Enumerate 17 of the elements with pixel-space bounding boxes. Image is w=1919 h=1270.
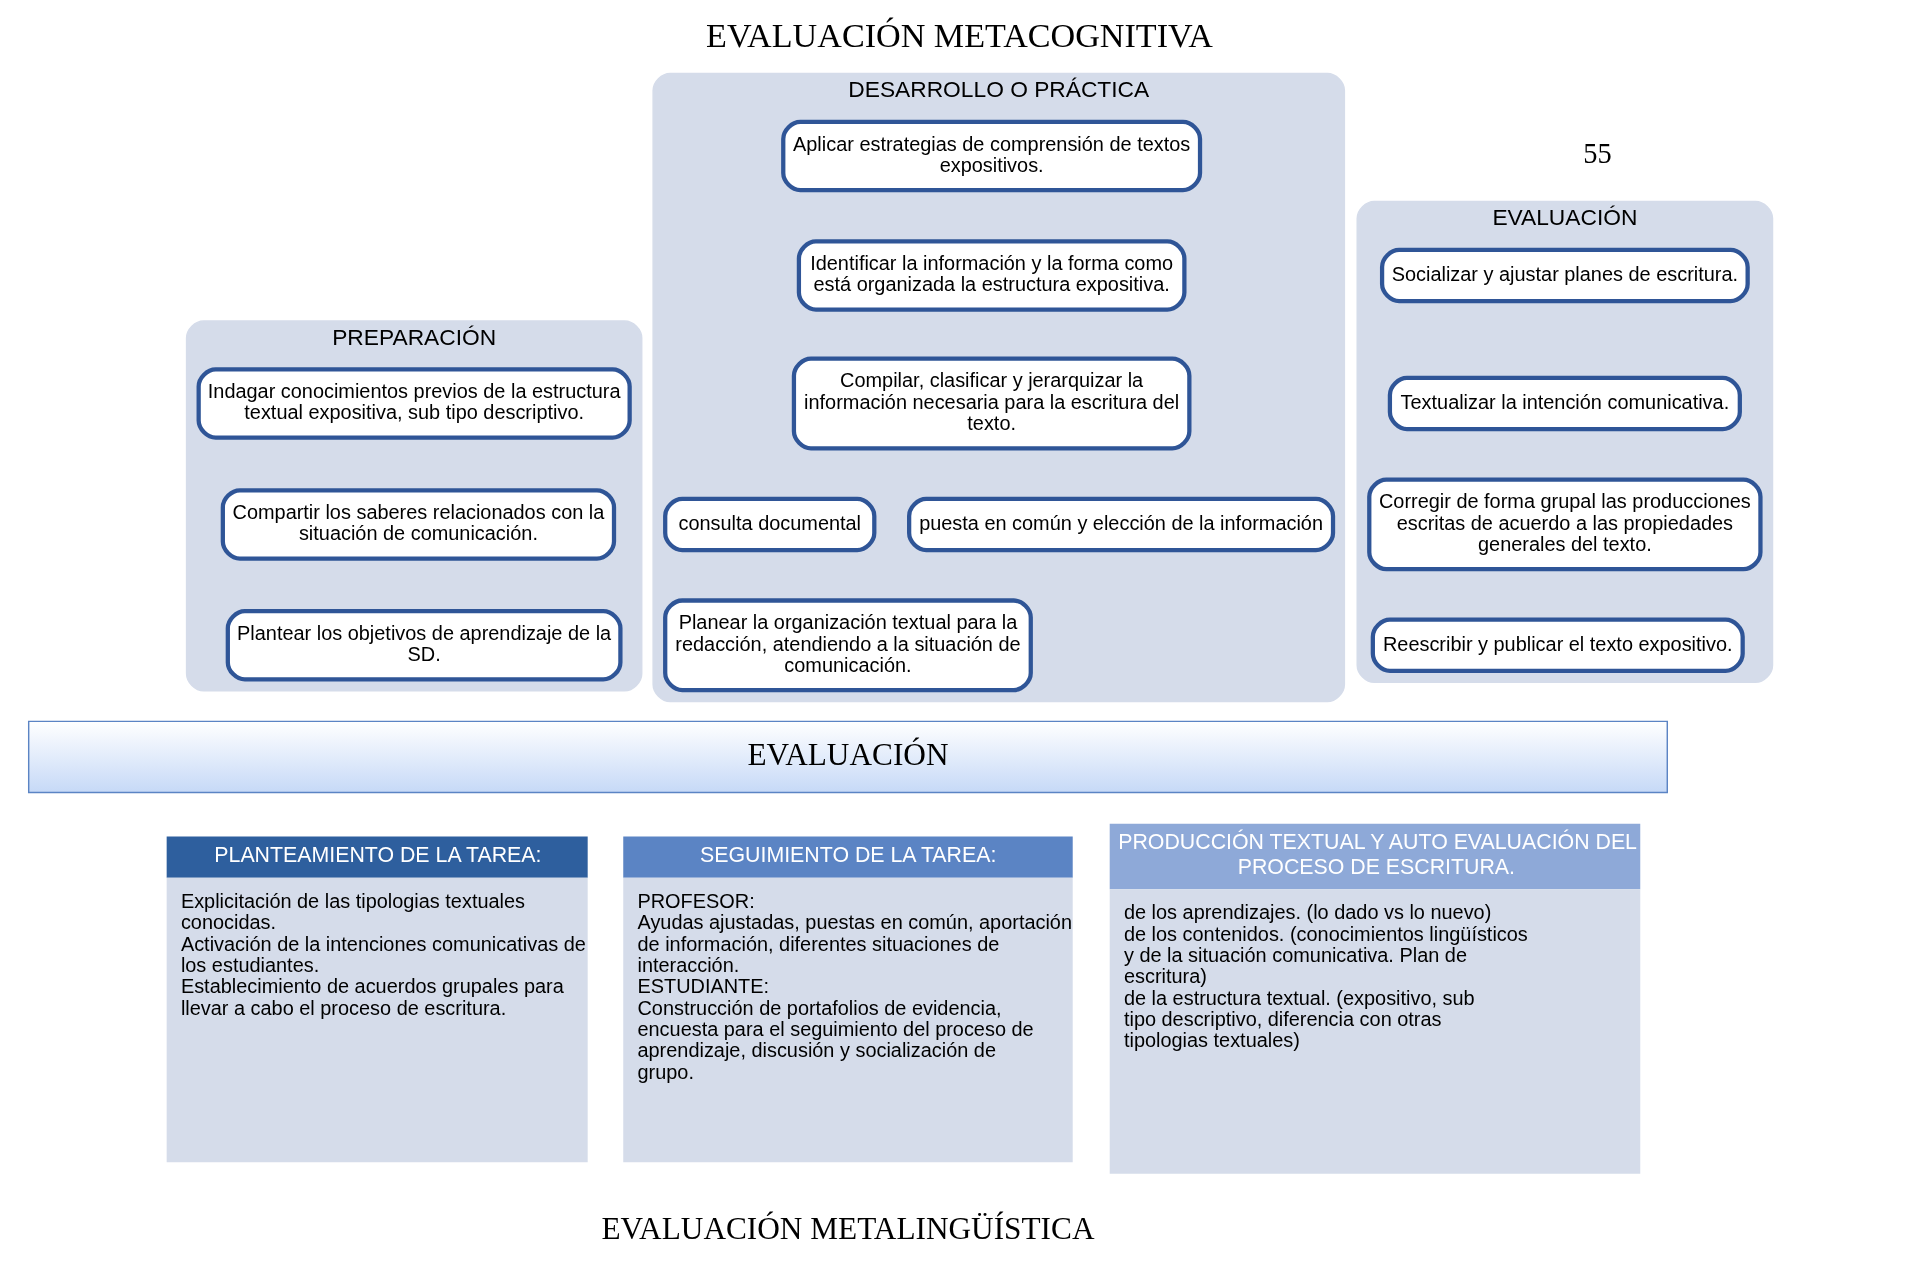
node-box: Identificar la información y la forma como está organizada la estructura expositiva. bbox=[796, 239, 1187, 312]
node-box: Corregir de forma grupal las producciones escritas de acuerdo a las propiedades generales del texto. bbox=[1367, 477, 1763, 572]
node-box: Aplicar estrategias de comprensión de textos expositivos. bbox=[781, 119, 1203, 193]
caption: EVALUACIÓN METALINGÜÍSTICA bbox=[601, 1210, 1095, 1246]
diagram-title: EVALUACIÓN METACOGNITIVA bbox=[706, 16, 1213, 54]
node-box: Indagar conocimientos previos de la estructura textual expositiva, sub tipo descriptivo. bbox=[196, 367, 632, 440]
node-box: Textualizar la intención comunicativa. bbox=[1387, 375, 1742, 432]
node-box: Compilar, clasificar y jerarquizar la información necesaria para la escritura del texto. bbox=[791, 356, 1192, 451]
node-box: Compartir los saberes relacionados con la situación de comunicación. bbox=[220, 488, 617, 561]
node-box: Socializar y ajustar planes de escritura. bbox=[1379, 247, 1750, 304]
node-box: puesta en común y elección de la información bbox=[907, 496, 1336, 553]
label: 55 bbox=[1583, 138, 1612, 170]
node-box: Plantear los objetivos de aprendizaje de la SD. bbox=[225, 609, 623, 682]
node-box: consulta documental bbox=[663, 496, 877, 553]
node-box: Planear la organización textual para la redacción, atendiendo a la situación de comunicación. bbox=[663, 598, 1033, 693]
node-box: EVALUACIÓN bbox=[28, 720, 1668, 794]
node-box: Reescribir y publicar el texto expositivo. bbox=[1370, 617, 1745, 674]
